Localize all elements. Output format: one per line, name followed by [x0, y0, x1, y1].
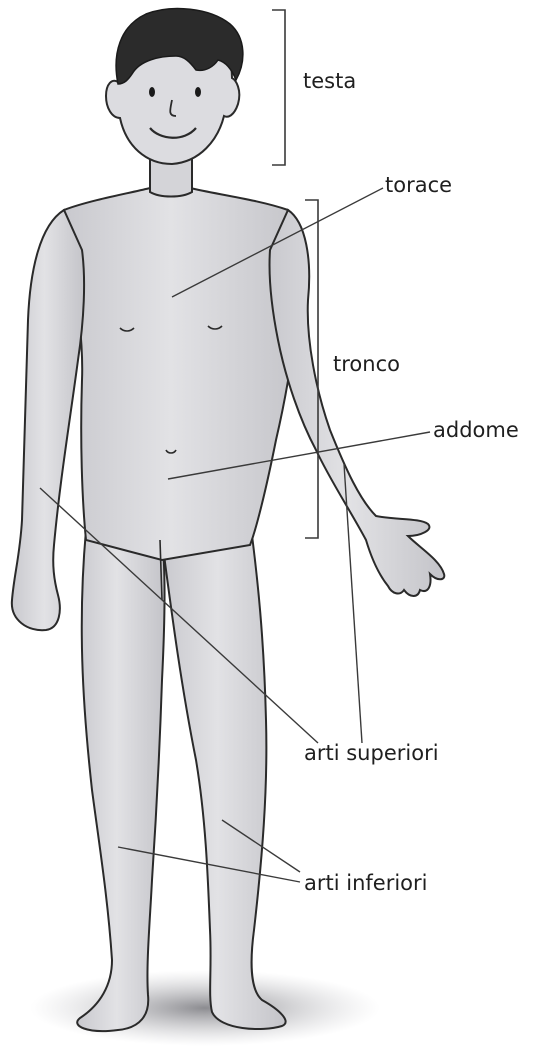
torso [64, 188, 302, 560]
left-arm [12, 210, 84, 630]
right-leg [162, 520, 286, 1029]
left-eye [149, 87, 155, 97]
right-eye [195, 87, 201, 97]
label-addome: addome [433, 420, 519, 441]
label-arti-superiori: arti superiori [304, 743, 439, 764]
label-arti-inferiori: arti inferiori [304, 873, 428, 894]
label-testa: testa [303, 71, 356, 92]
label-tronco: tronco [333, 354, 400, 375]
testa-bracket [272, 10, 285, 165]
left-leg [77, 530, 164, 1031]
right-arm [269, 210, 444, 596]
ground-shadow [30, 970, 380, 1046]
label-torace: torace [385, 175, 452, 196]
